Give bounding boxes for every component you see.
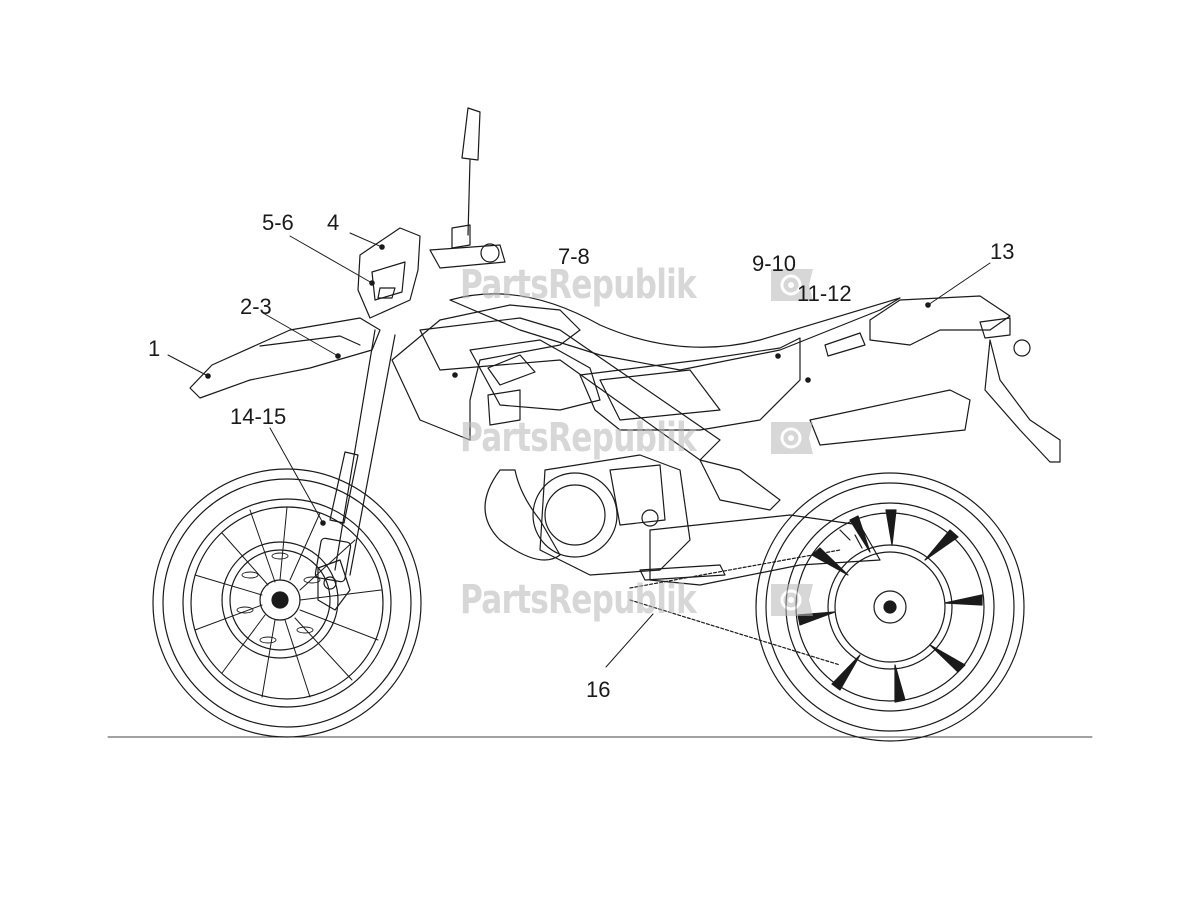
callout-4: 4 <box>327 210 340 235</box>
callout-1: 1 <box>148 336 161 361</box>
watermark-text: PartsRepublik <box>460 415 697 461</box>
tail-section <box>869 295 1061 463</box>
callout-13: 13 <box>990 239 1015 264</box>
watermark-text: PartsRepublik <box>460 262 697 308</box>
decal-location-dots <box>205 244 931 526</box>
gear-flag-icon <box>770 422 813 454</box>
footpeg <box>639 564 726 581</box>
callout-7-8: 7-8 <box>558 244 590 269</box>
front-wheel <box>152 468 422 738</box>
side-cover <box>579 332 866 431</box>
exhaust <box>484 389 971 561</box>
watermark: PartsRepublik <box>460 577 815 623</box>
watermark: PartsRepublik <box>460 415 815 461</box>
swingarm <box>649 514 881 586</box>
gear-flag-icon <box>770 269 813 301</box>
callout-11-12: 11-12 <box>797 281 852 306</box>
engine <box>532 454 691 576</box>
callout-9-10: 9-10 <box>752 251 797 276</box>
watermark: PartsRepublik <box>460 262 815 308</box>
handlebar-mirror <box>429 107 506 269</box>
callout-2-3: 2-3 <box>240 294 272 319</box>
tank-side-panel <box>391 304 601 441</box>
frame <box>419 317 781 511</box>
front-fender <box>189 317 381 399</box>
watermark-text: PartsRepublik <box>460 577 697 623</box>
callout-14-15: 14-15 <box>230 404 287 429</box>
front-fork <box>314 329 396 583</box>
callout-5-6: 5-6 <box>262 210 294 235</box>
seat <box>449 293 901 371</box>
leader-lines <box>167 232 991 668</box>
headlight-fairing <box>357 227 421 319</box>
callout-16: 16 <box>586 677 611 702</box>
gear-flag-icon <box>770 584 813 616</box>
